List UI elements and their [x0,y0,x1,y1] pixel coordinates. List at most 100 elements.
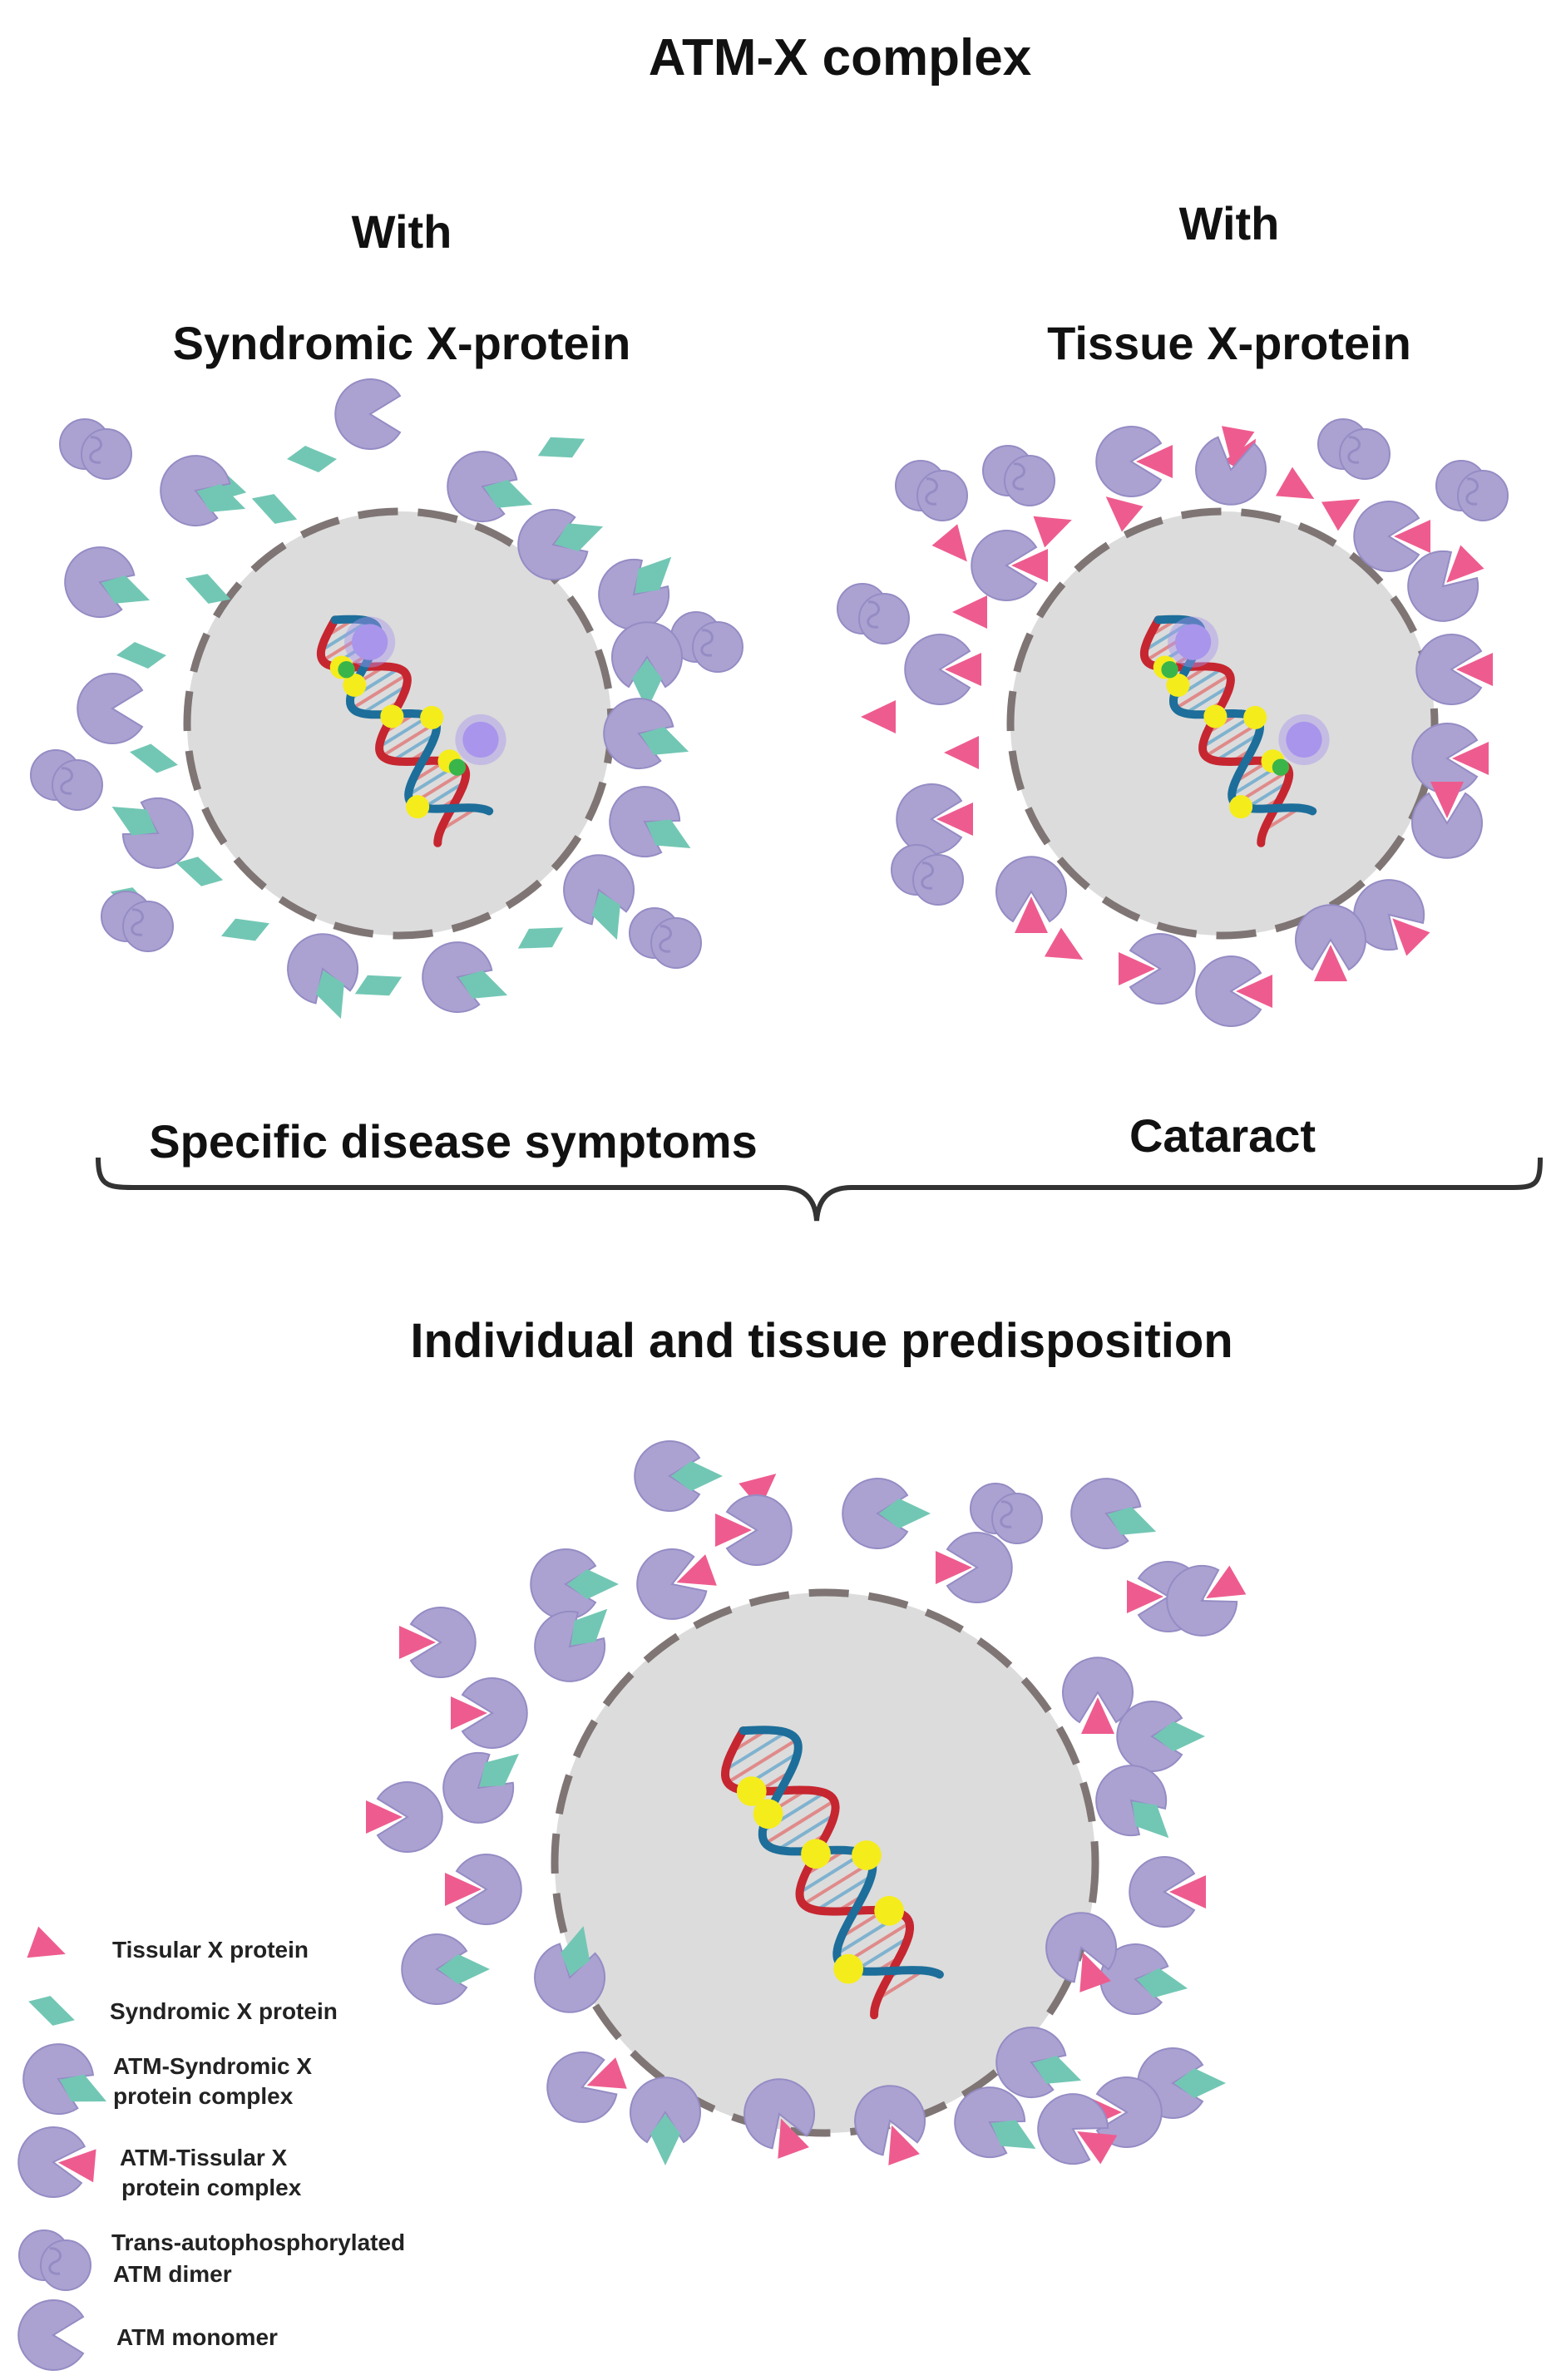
left-effect-label: Specific disease symptoms [149,1115,757,1168]
atm-tissular-complex [536,2039,635,2133]
atm-tissular-complex [971,530,1049,601]
syndromic-x-protein [533,426,590,469]
atm-syndromic-complex [412,931,521,1030]
atm-syndromic-complex [842,1478,931,1549]
legend-atm-dimer-icon [17,2229,92,2292]
atm-tissular-complex [904,634,982,705]
right-heading-line1: With [1179,197,1280,249]
tissular-x-protein [1033,504,1078,548]
right-phospho-site [1161,660,1178,679]
atm-dimer [1435,459,1509,522]
right-effect-label: Cataract [1129,1109,1316,1162]
syndromic-x-protein [287,446,337,472]
left-binding-site [343,673,367,697]
atm-syndromic-complex [277,923,375,1032]
left-active-atm [462,721,499,758]
bottom-binding-site [736,1776,767,1806]
legend-tissular-x-icon [27,1926,72,1970]
left-phospho-site [448,758,467,776]
atm-syndromic-complex [630,2076,701,2166]
atm-syndromic-complex [1080,1750,1194,1864]
atm-tissular-complex [365,1781,443,1853]
syndromic-x-protein [116,642,166,669]
bottom-binding-site [852,1840,882,1870]
atm-tissular-complex [450,1677,528,1749]
atm-tissular-complex [714,1494,793,1566]
left-heading-line2: Syndromic X-protein [173,317,631,369]
atm-syndromic-complex [611,621,683,711]
right-phospho-site [1272,758,1290,776]
legend-tissular-x-label: Tissular X protein [112,1937,309,1963]
atm-dimer [981,444,1056,507]
bottom-binding-site [874,1895,904,1926]
legend-syndromic-x-label: Syndromic X protein [110,1998,338,2024]
atm-dimer [894,459,969,522]
atm-dimer [836,582,911,645]
atm-dimer [1316,417,1391,481]
atm-syndromic-complex [401,1933,491,2005]
atm-tissular-complex [444,1854,522,1925]
left-phospho-site [338,660,355,679]
curly-brace [96,1157,1543,1222]
right-binding-site [1203,704,1228,728]
atm-tissular-complex [995,856,1067,934]
atm-tissular-complex [1129,1856,1207,1928]
atm-tissular-complex [1118,933,1196,1005]
right-binding-site [1229,795,1253,819]
left-binding-site [380,704,404,728]
atm-tissular-complex [935,1532,1013,1603]
legend-monomer-label: ATM monomer [116,2324,278,2350]
right-binding-site [1243,705,1267,729]
atm-syndromic-complex [1060,1468,1169,1566]
legend-atm-tissular-label-1: ATM-Tissular X [120,2145,288,2170]
tissular-x-protein [944,736,979,769]
atm-dimer [890,843,965,906]
tissular-x-protein [1044,927,1092,975]
syndromic-x-protein [126,738,182,778]
legend-dimer-label-1: Trans-autophosphorylated [111,2229,405,2255]
atm-tissular-complex [1295,904,1366,982]
right-active-atm [1286,721,1322,758]
right-nucleus [1006,507,1439,940]
atm-tissular-complex [398,1607,477,1678]
bottom-binding-site [753,1799,783,1829]
atm-monomer [334,378,401,450]
syndromic-x-protein [512,915,569,961]
bottom-nuclear-membrane [551,1588,1099,2137]
left-binding-site [406,795,430,819]
atm-dimer [58,417,133,481]
right-nuclear-membrane [1006,507,1439,940]
bottom-binding-site [833,1953,864,1984]
bottom-nucleus [551,1588,1099,2137]
legend-dimer-label-2: ATM dimer [113,2261,232,2287]
atm-tissular-complex [1189,422,1274,511]
syndromic-x-protein [217,910,274,950]
tissular-x-protein [1275,467,1323,514]
left-binding-site [420,705,444,729]
syndromic-x-protein [246,486,303,532]
right-heading-line2: Tissue X-protein [1047,317,1411,369]
atm-syndromic-complex [530,1548,620,1620]
atm-tissular-complex [896,783,974,855]
right-active-atm [1174,624,1212,660]
legend: Tissular X protein Syndromic X protein A… [11,1926,405,2371]
atm-tissular-complex [1415,634,1494,705]
atm-dimer [100,890,175,953]
bottom-heading: Individual and tissue predisposition [410,1314,1232,1368]
atm-tissular-complex [1095,426,1173,497]
legend-atm-syndromic-complex-icon [11,2032,122,2135]
left-heading-line1: With [352,205,452,258]
diagram-title: ATM-X complex [649,29,1032,86]
atm-tissular-complex [1195,955,1273,1027]
legend-syndromic-x-icon [23,1988,80,2033]
legend-atm-syndromic-label-2: protein complex [113,2083,294,2109]
tissular-x-protein [861,700,896,733]
atm-syndromic-complex [634,1440,724,1512]
atm-dimer [628,906,703,970]
atm-syndromic-complex [1116,1701,1206,1772]
atm-dimer [29,748,104,812]
legend-atm-tissular-label-2: protein complex [121,2175,302,2200]
legend-atm-tissular-complex-icon [14,2123,99,2202]
left-active-atm [351,624,388,660]
